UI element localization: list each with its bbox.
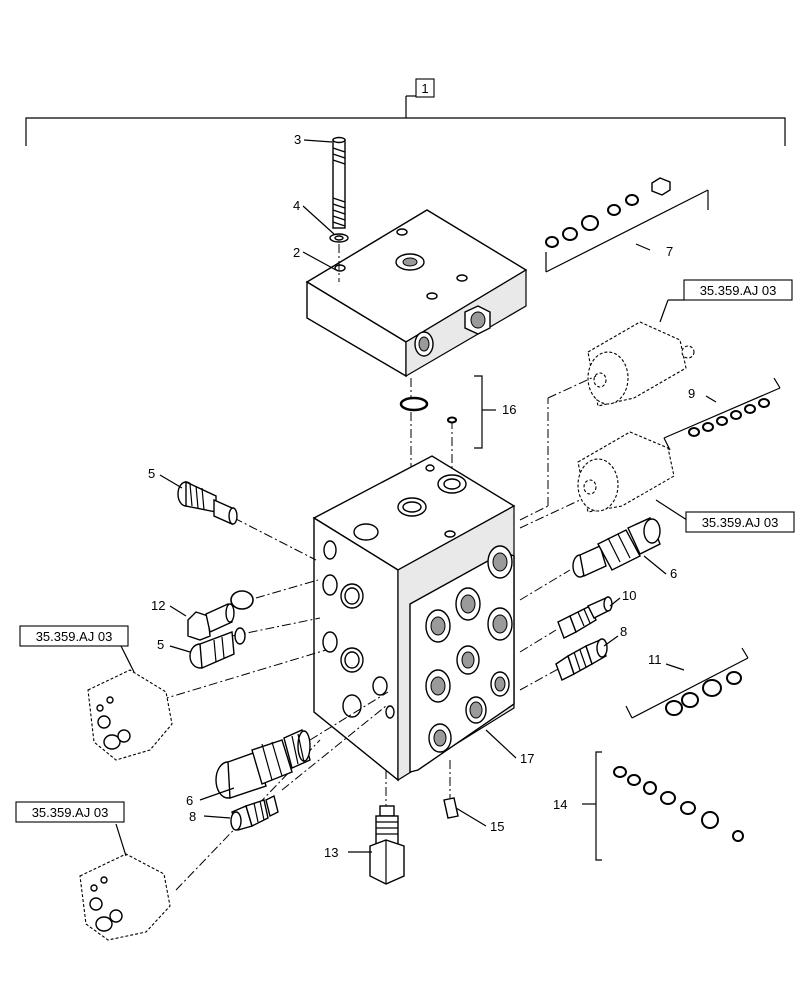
plug-15 xyxy=(443,797,459,819)
fitting-6-left xyxy=(215,729,311,799)
callout-17: 17 xyxy=(520,751,534,766)
plug-12 xyxy=(187,603,235,641)
callout-16: 16 xyxy=(502,402,516,417)
callout-13: 13 xyxy=(324,845,338,860)
ref-module-upper xyxy=(587,321,695,407)
reference-label: 35.359.AJ 03 xyxy=(702,515,779,530)
seal-kit-11 xyxy=(625,647,749,719)
seal-kit-9 xyxy=(663,377,781,451)
ref-module-left-upper xyxy=(87,669,173,761)
valve-body xyxy=(312,455,516,782)
callout-14: 14 xyxy=(553,797,567,812)
seal-kit-14 xyxy=(582,751,744,861)
cover-block xyxy=(305,209,528,378)
callout-9: 9 xyxy=(688,386,695,401)
reference-label: 35.359.AJ 03 xyxy=(36,629,113,644)
assembly-bracket: 1 xyxy=(25,78,786,146)
callout-15: 15 xyxy=(490,819,504,834)
cartridge-8-right xyxy=(555,638,608,681)
reference-box-1[interactable]: 35.359.AJ 03 xyxy=(683,279,793,301)
cartridge-13 xyxy=(369,805,405,885)
cartridge-8-left xyxy=(230,794,279,831)
reference-label: 35.359.AJ 03 xyxy=(32,805,109,820)
ref-module-middle xyxy=(577,431,675,513)
callout-6: 6 xyxy=(670,566,677,581)
reference-label: 35.359.AJ 03 xyxy=(700,283,777,298)
valve-insert-5a xyxy=(177,480,238,526)
callout-5: 5 xyxy=(157,637,164,652)
callout-4: 4 xyxy=(293,198,300,213)
reference-box-4[interactable]: 35.359.AJ 03 xyxy=(15,801,125,823)
reference-box-2[interactable]: 35.359.AJ 03 xyxy=(685,511,795,533)
fitting-6-right xyxy=(572,517,661,578)
callout-7: 7 xyxy=(666,244,673,259)
callout-11: 11 xyxy=(648,652,662,667)
stud-part xyxy=(329,136,349,243)
callout-12: 12 xyxy=(151,598,165,613)
callout-8: 8 xyxy=(189,809,196,824)
o-ring-set xyxy=(399,396,457,424)
callout-8: 8 xyxy=(620,624,627,639)
callout-5: 5 xyxy=(148,466,155,481)
reference-box-3[interactable]: 35.359.AJ 03 xyxy=(19,625,129,647)
callout-1: 1 xyxy=(421,81,428,96)
cartridge-10 xyxy=(557,596,613,639)
seal-kit-7 xyxy=(545,177,709,273)
callout-2: 2 xyxy=(293,245,300,260)
callout-6: 6 xyxy=(186,793,193,808)
ref-module-left-lower xyxy=(79,853,171,941)
valve-insert-5b xyxy=(189,627,246,670)
callout-labels: 2 3 4 5 5 6 6 7 8 8 9 10 11 12 13 14 15 … xyxy=(148,132,695,860)
callout-3: 3 xyxy=(294,132,301,147)
callout-10: 10 xyxy=(622,588,636,603)
